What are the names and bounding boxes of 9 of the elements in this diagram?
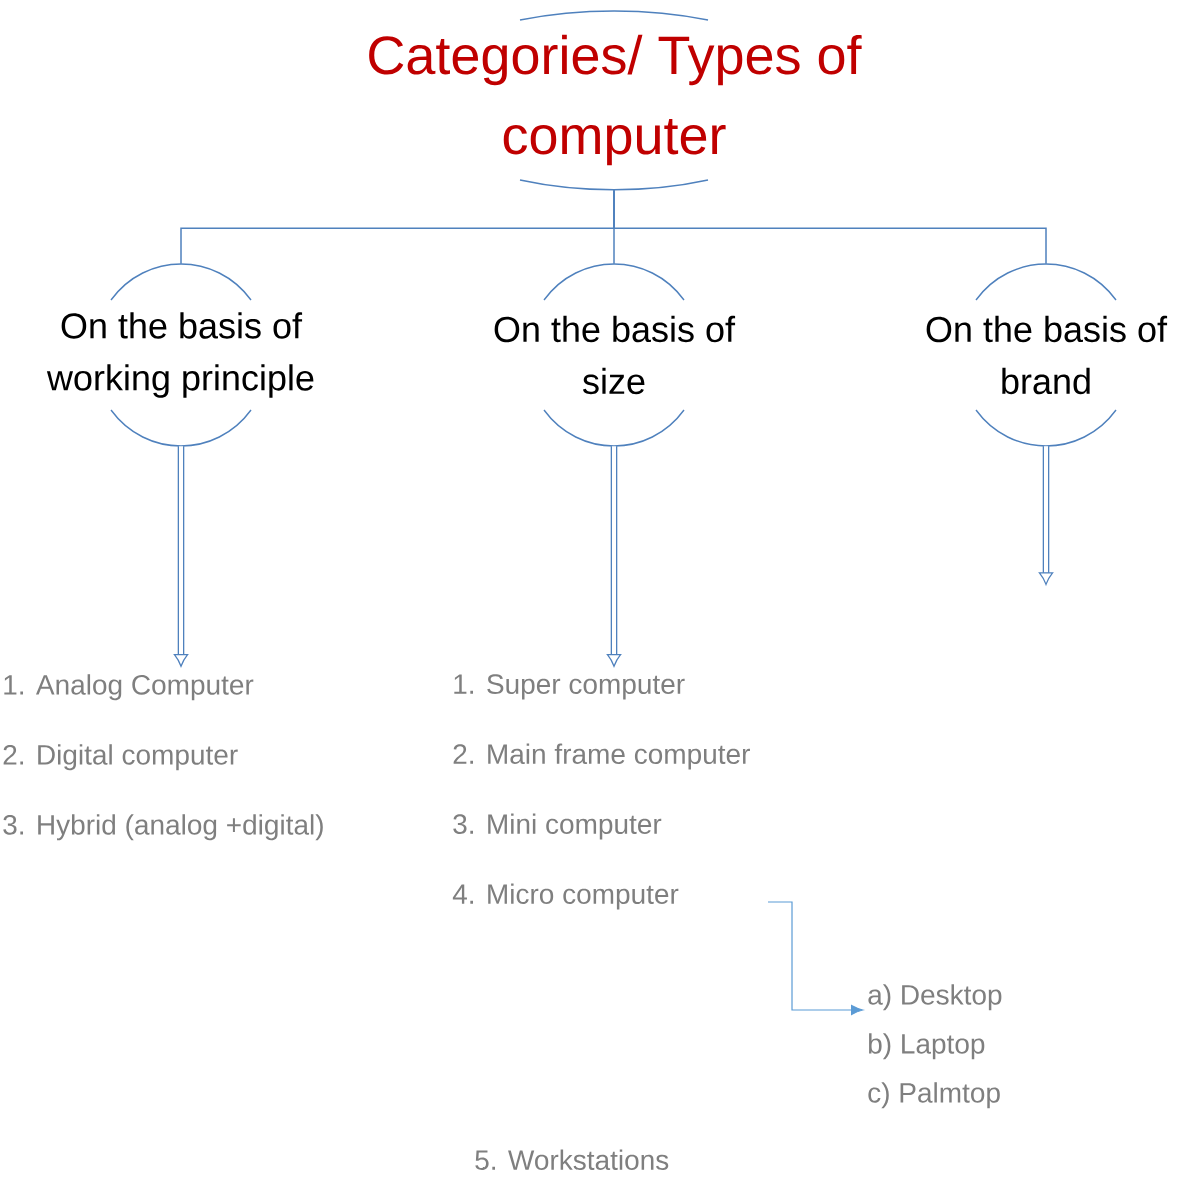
item-list: 1. Super computer 2. Main frame computer 3. Mini computer 4. Micro computer 5. Workstations — [452, 674, 750, 1170]
item-list: a) Desktop b) Laptop c) Palmtop — [868, 984, 1002, 1109]
arrow — [1038, 446, 1054, 585]
arrow — [767, 901, 864, 1016]
title-bracket: Categories/ Types of computer — [369, 10, 862, 191]
arrow — [173, 446, 189, 667]
arrow — [606, 446, 622, 667]
item-list: 1. Analog Computer 2. Digital computer 3. Hybrid (analog +digital) — [3, 674, 323, 841]
connector-line — [613, 189, 1047, 265]
